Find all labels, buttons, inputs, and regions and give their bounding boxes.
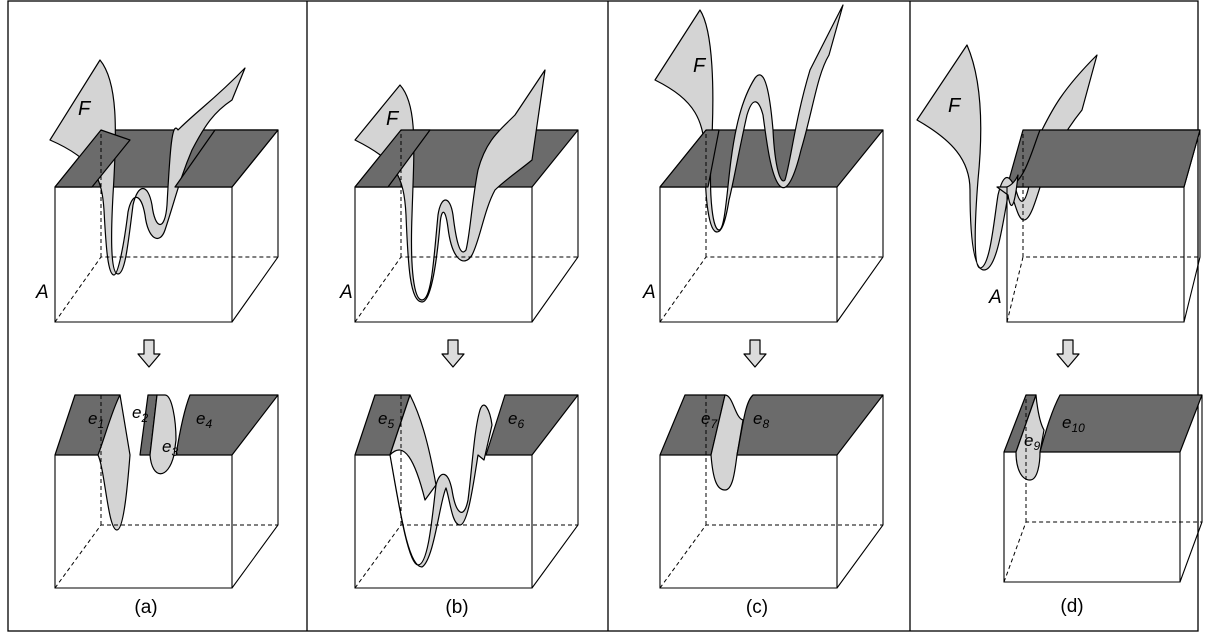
caption-b: (b)	[445, 597, 468, 618]
panel-d: F A e9 e10 (d)	[916, 44, 1203, 617]
region-label-e8: e8	[753, 409, 769, 431]
panel-a: F A e1 e2 e3 e4 (a)	[35, 59, 279, 618]
panel-c: F A e7 e8 (c)	[642, 4, 884, 618]
region-e6	[485, 394, 579, 456]
plane-A-front-strip	[54, 129, 131, 188]
set-label: A	[35, 282, 49, 303]
region-label-e5: e5	[378, 409, 394, 431]
surface-F	[654, 4, 844, 233]
caption-a: (a)	[134, 597, 157, 618]
surface-F	[354, 69, 546, 303]
trough-e5-e6	[389, 404, 493, 568]
region-label-e9: e9	[1024, 431, 1040, 453]
region-label-e7: e7	[701, 409, 718, 431]
set-label: A	[988, 287, 1002, 308]
region-label-e10: e10	[1062, 413, 1085, 435]
plane-A-front-strip	[659, 129, 720, 188]
surface-label: F	[386, 108, 400, 130]
trough-e3	[149, 394, 177, 475]
caption-c: (c)	[746, 597, 768, 618]
region-label-e3: e3	[162, 437, 178, 459]
figure-border	[7, 0, 1199, 632]
trough-e1	[97, 394, 131, 531]
surface-F	[916, 44, 1098, 271]
region-label-e6: e6	[508, 409, 524, 431]
trough-e7-e8	[710, 394, 744, 491]
surface-tail	[389, 394, 437, 501]
region-label-e4: e4	[196, 409, 212, 431]
surface-label: F	[78, 98, 92, 120]
surface-F	[49, 59, 246, 276]
plane-A-front-strip	[354, 129, 431, 188]
surface-label: F	[693, 55, 707, 77]
set-label: A	[642, 282, 656, 303]
region-e10	[1039, 394, 1203, 453]
surface-label: F	[948, 95, 962, 117]
region-label-e1: e1	[88, 409, 104, 431]
caption-d: (d)	[1060, 596, 1083, 617]
set-label: A	[339, 282, 353, 303]
region-label-e2: e2	[132, 403, 148, 425]
panel-b: F A e5 e6 (b)	[339, 69, 579, 618]
region-e8	[736, 394, 884, 456]
trough-e9	[1015, 394, 1045, 481]
region-e4	[175, 394, 279, 456]
